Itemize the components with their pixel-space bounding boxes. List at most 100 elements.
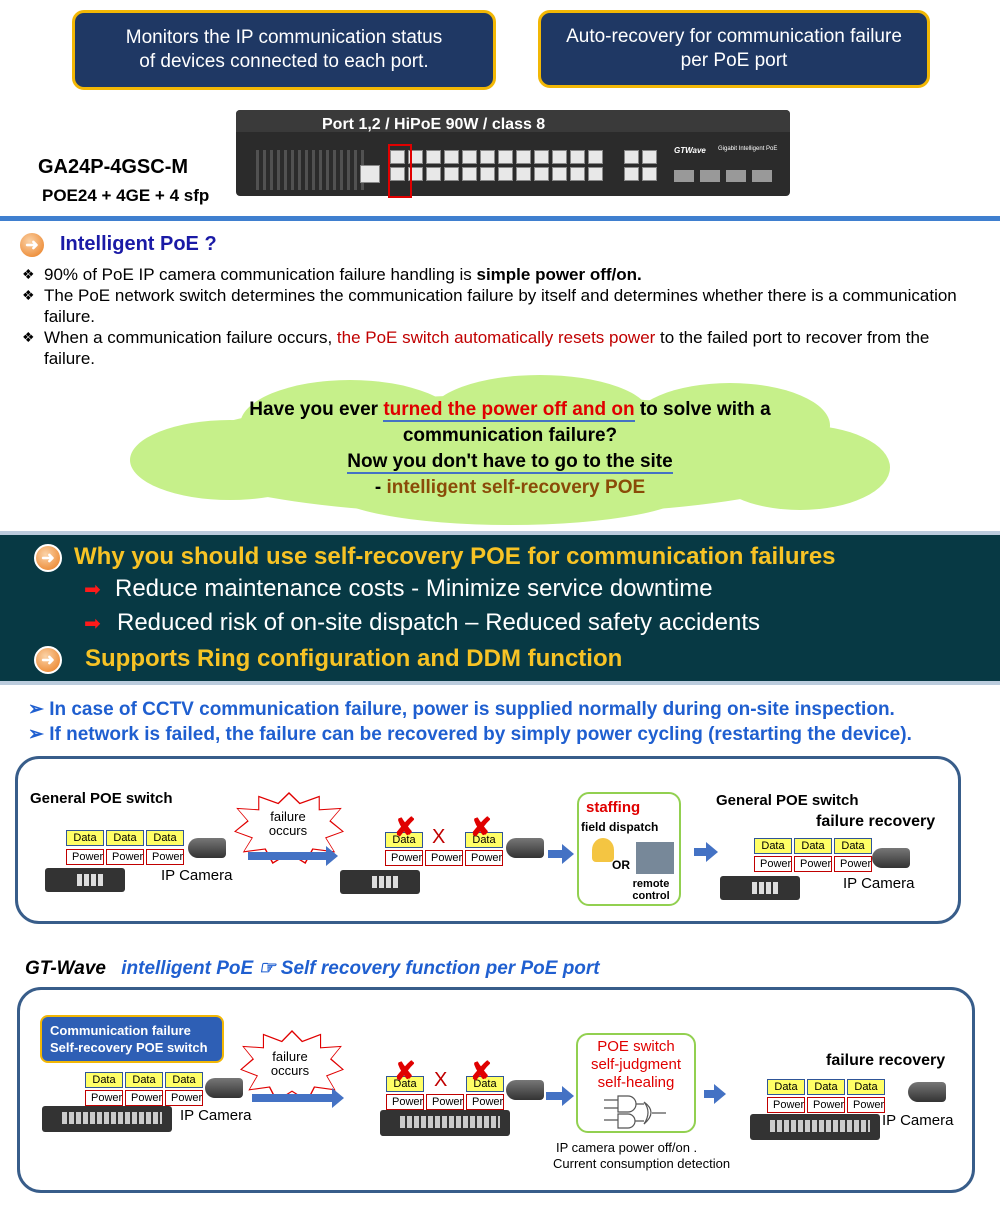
arrow-right-icon (704, 1084, 726, 1104)
band-heading-why: Why you should use self-recovery POE for… (74, 543, 836, 570)
sfp-ports (674, 170, 774, 182)
field-dispatch-label: field dispatch (581, 820, 659, 834)
rj45-port (642, 150, 657, 164)
panel1-title-left: General POE switch (30, 790, 173, 807)
power-chip: Power (794, 856, 832, 872)
remote-control-label: remote control (632, 878, 670, 902)
bullet-text: 90% of PoE IP camera communication failu… (44, 265, 477, 284)
red-arrow-icon: ➡ (84, 579, 101, 601)
arrow-circle-icon: ➜ (34, 544, 62, 572)
section-divider-top (0, 216, 1000, 221)
power-chip: Power (425, 850, 463, 866)
ip-camera-icon (205, 1078, 243, 1098)
power-chip: Power (385, 850, 423, 866)
power-chip: Power (466, 1094, 504, 1110)
bullet-text: When a communication failure occurs, (44, 328, 337, 347)
feature-box-monitor: Monitors the IP communication status of … (72, 10, 496, 90)
band-item-dispatch: Reduced risk of on-site dispatch – Reduc… (117, 609, 761, 636)
ip-camera-icon (188, 838, 226, 858)
power-chip: Power (85, 1090, 123, 1106)
data-chip: Data (165, 1072, 203, 1088)
rj45-port (624, 150, 639, 164)
benefits-band (0, 531, 1000, 685)
general-switch-image (340, 870, 420, 894)
brand-logo: GTWave (674, 146, 706, 155)
gtwave-poe-panel (17, 987, 975, 1193)
rj45-port (642, 167, 657, 181)
rj45-port (570, 150, 585, 164)
poe-line3: self-healing (597, 1074, 675, 1091)
chevron-right-icon: ➢ (28, 699, 50, 720)
cloud-line1: Have you ever turned the power off and o… (249, 399, 771, 422)
x-mark-icon: ✘ (470, 1056, 492, 1086)
red-arrow-icon: ➡ (84, 613, 101, 635)
staffing-box (577, 792, 681, 906)
x-mark-icon: ✘ (394, 1056, 416, 1086)
rj45-port (534, 167, 549, 181)
label-line1: Communication failure (50, 1023, 191, 1038)
poe-line2: self-judgment (590, 1056, 682, 1073)
gt-wave-brand: GT-Wave (25, 958, 106, 979)
rj45-port (516, 150, 531, 164)
panel1-title-right: General POE switch (716, 792, 859, 809)
self-recovery-label-box: Communication failure Self-recovery POE … (40, 1015, 224, 1063)
ip-camera-label: IP Camera (180, 1107, 252, 1124)
power-chip: Power (767, 1097, 805, 1113)
power-chip: Power (465, 850, 503, 866)
ip-camera-icon (908, 1082, 946, 1102)
power-chip: Power (386, 1094, 424, 1110)
x-mark-icon: ✘ (394, 812, 416, 842)
arrow-right-icon (546, 1086, 574, 1106)
bullet-bold-text: simple power off/on. (476, 265, 642, 284)
control-room-icon (636, 842, 674, 874)
general-switch-image (720, 876, 800, 900)
ip-camera-label: IP Camera (843, 875, 915, 892)
data-chip: Data (794, 838, 832, 854)
rj45-port (390, 150, 405, 164)
gt-wave-heading-text: intelligent PoE ☞ Self recovery function… (121, 958, 600, 979)
data-chip: Data (146, 830, 184, 846)
arrow-circle-icon: ➜ (18, 231, 46, 259)
gt-wave-heading: GT-Wave intelligent PoE ☞ Self recovery … (25, 957, 600, 980)
rj45-port (624, 167, 639, 181)
intelligent-poe-heading: Intelligent PoE ? (60, 233, 217, 255)
rj45-port (570, 167, 585, 181)
judgment-caption-2: Current consumption detection (553, 1156, 731, 1171)
label-line2: Self-recovery POE switch (50, 1040, 208, 1055)
data-chip: Data (386, 1076, 424, 1092)
data-chip: Data (767, 1079, 805, 1095)
device-label: Gigabit Intelligent PoE (718, 146, 778, 152)
rj45-port (390, 167, 405, 181)
rj45-port (588, 167, 603, 181)
cloud-shape (130, 375, 890, 525)
data-chip: Data (807, 1079, 845, 1095)
judgment-caption-1: IP camera power off/on . (556, 1140, 698, 1155)
bullet-item: ❖The PoE network switch determines the c… (22, 285, 982, 327)
failure-occurs-label: failure occurs (270, 1049, 310, 1078)
power-chip: Power (125, 1090, 163, 1106)
rj45-port (480, 150, 495, 164)
self-judgment-text: POE switch self-judgment self-healing (576, 1038, 696, 1092)
poe-line1: POE switch (597, 1038, 675, 1055)
power-chip: Power (106, 849, 144, 865)
rj45-port (426, 150, 441, 164)
ip-camera-icon (506, 838, 544, 858)
ip-camera-icon (872, 848, 910, 868)
rj45-port (552, 150, 567, 164)
power-chip: Power (847, 1097, 885, 1113)
bullet-item: ❖When a communication failure occurs, th… (22, 327, 982, 369)
feature-box-recovery: Auto-recovery for communication failure … (538, 10, 930, 88)
intelligent-poe-bullets: ❖ 90% of PoE IP camera communication fail… (22, 264, 982, 369)
self-judgment-box (576, 1033, 696, 1133)
diamond-bullet-icon: ❖ (22, 329, 35, 345)
arrow-right-icon (694, 842, 718, 862)
